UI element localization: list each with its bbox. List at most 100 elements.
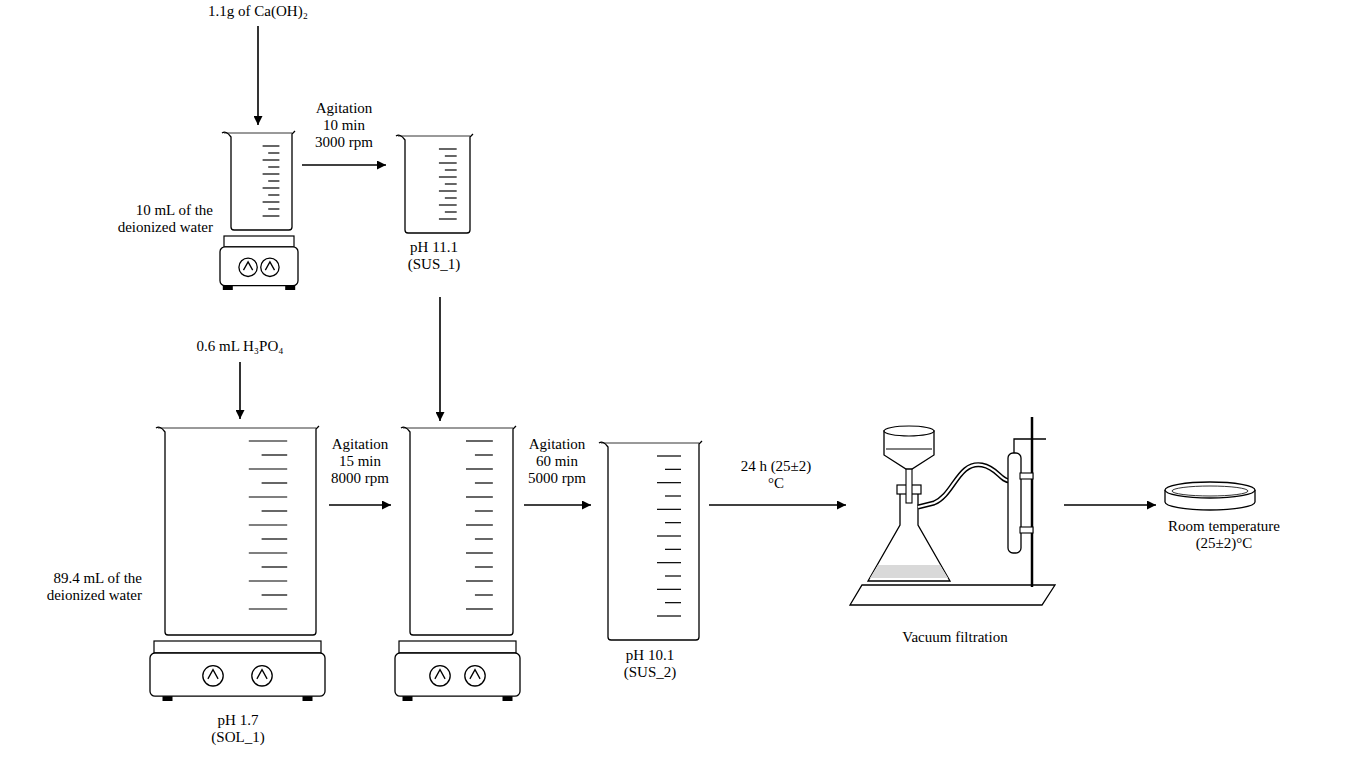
stirrer-body — [220, 247, 298, 286]
graduation-mark — [262, 538, 288, 539]
graduation-mark — [475, 454, 493, 455]
graduation-mark — [475, 538, 493, 539]
graduation-mark — [439, 162, 457, 163]
graduation-mark — [466, 496, 493, 497]
beaker: pH 11.1 (SUS_1) — [390, 133, 478, 293]
beaker: pH 10.1 (SUS_2) — [595, 435, 705, 695]
knob-grip — [257, 670, 267, 679]
stirrer-foot — [503, 696, 513, 701]
illustration-group — [150, 426, 325, 701]
step-condition: 24 h (25±2)°C — [740, 458, 812, 492]
graduation-mark — [263, 201, 280, 202]
stirrer-knob — [465, 666, 485, 686]
process-arrow — [709, 504, 846, 506]
beaker-outline — [156, 426, 319, 635]
process-arrow — [329, 504, 391, 506]
stirrer-knob — [239, 258, 257, 276]
graduation-mark — [249, 440, 287, 441]
graduation-mark — [657, 509, 681, 510]
beaker-rim — [158, 428, 316, 429]
clamp — [1020, 473, 1033, 479]
node-caption: pH 11.1 (SUS_1) — [398, 239, 470, 273]
stirrer-knob — [252, 666, 272, 686]
beaker: 89.4 mL of the deionized waterpH 1.7 (SO… — [150, 425, 325, 705]
graduation-mark — [657, 482, 681, 483]
illustration-group — [850, 417, 1055, 605]
graduation-mark — [475, 510, 493, 511]
node-caption: pH 10.1 (SUS_2) — [610, 647, 690, 681]
graduation-mark — [657, 589, 681, 590]
node-illustration — [395, 425, 520, 705]
dish-lid — [1165, 482, 1255, 498]
graduation-mark — [445, 211, 457, 212]
graduation-mark — [475, 566, 493, 567]
side-arm — [918, 465, 1010, 507]
dish-inner — [1172, 486, 1248, 496]
beaker-rim — [224, 133, 292, 134]
graduation-mark — [475, 482, 493, 483]
beaker-outline — [396, 134, 473, 233]
clamp — [1020, 527, 1033, 533]
knob-grip — [243, 262, 252, 270]
stirrer-knob — [203, 666, 223, 686]
petri-dish: Room temperature (25±2)°C — [1160, 478, 1305, 563]
side-arm-bore — [918, 465, 1010, 507]
feed-arrow — [257, 26, 259, 125]
illustration-group — [1165, 482, 1255, 510]
filter-paper — [886, 449, 932, 450]
stirrer-foot — [303, 696, 313, 701]
graduation-mark — [445, 169, 457, 170]
graduation-mark — [445, 183, 457, 184]
filtrate — [870, 565, 948, 578]
graduation-mark — [665, 602, 681, 603]
node-illustration — [850, 415, 1060, 660]
illustration-group — [395, 426, 520, 701]
reagent-label: 0.6 mL H₃PO₄ — [170, 338, 310, 355]
graduation-mark — [657, 535, 681, 536]
graduation-mark — [268, 208, 279, 209]
graduation-mark — [249, 524, 287, 525]
buchner-funnel — [884, 431, 934, 469]
graduation-mark — [262, 482, 288, 483]
process-arrow — [524, 504, 591, 506]
illustration-group — [396, 134, 473, 233]
beaker-rim — [398, 136, 470, 137]
illustration-group — [220, 131, 298, 290]
stirrer-knob — [261, 258, 279, 276]
node-illustration — [150, 425, 325, 705]
knob-grip — [265, 262, 274, 270]
step-condition: Agitation 60 min 5000 rpm — [524, 436, 590, 487]
stirrer-foot — [163, 696, 173, 701]
funnel-mouth — [884, 426, 934, 436]
step-condition: Agitation 15 min 8000 rpm — [327, 436, 393, 487]
trap-outlet — [1014, 439, 1046, 453]
process-arrow — [1064, 504, 1156, 506]
process-arrow — [302, 164, 386, 166]
graduation-mark — [263, 159, 280, 160]
feed-arrow — [239, 362, 241, 419]
stand-rod — [1031, 417, 1034, 587]
knob-grip — [470, 670, 480, 679]
reagent-label: 1.1g of Ca(OH)₂ — [190, 3, 326, 20]
graduation-mark — [466, 468, 493, 469]
node-caption: 10 mL of the deionized water — [95, 202, 213, 236]
graduation-mark — [249, 552, 287, 553]
flask — [868, 491, 950, 581]
graduation-mark — [262, 454, 288, 455]
process-arrow — [439, 297, 441, 421]
graduation-mark — [263, 215, 280, 216]
graduation-mark — [249, 468, 287, 469]
beaker-outline — [401, 426, 516, 635]
graduation-mark — [262, 594, 288, 595]
beaker — [395, 425, 520, 705]
stirrer-top — [154, 641, 321, 653]
graduation-mark — [475, 594, 493, 595]
graduation-mark — [665, 522, 681, 523]
graduation-mark — [439, 204, 457, 205]
knob-grip — [208, 670, 218, 679]
graduation-mark — [445, 155, 457, 156]
graduation-mark — [439, 148, 457, 149]
graduation-mark — [262, 566, 288, 567]
graduation-mark — [657, 615, 681, 616]
node-caption: Room temperature (25±2)°C — [1164, 518, 1284, 552]
